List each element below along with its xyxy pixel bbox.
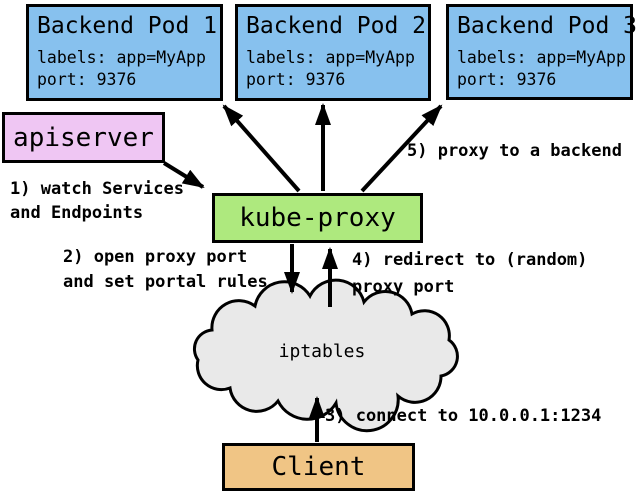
pod-3-title: Backend Pod 3 [457,13,638,39]
arrow-proxy-to-pod1 [222,104,301,193]
annotation-step2-line2: and set portal rules [63,272,268,292]
annotation-step2: 2) open proxy port and set portal rules [63,245,268,295]
iptables-label: iptables [279,341,366,362]
kube-proxy-label: kube-proxy [239,203,396,233]
annotation-step1: 1) watch Services and Endpoints [10,177,184,225]
pod-2-port: port: 9376 [246,69,346,89]
client-label: Client [271,452,366,482]
pod-1-title: Backend Pod 1 [37,13,218,39]
annotation-step5: 5) proxy to a backend [407,141,622,161]
client-node: Client [222,443,415,491]
pod-2-title: Backend Pod 2 [246,13,427,39]
annotation-step4-line2: proxy port [352,277,455,297]
pod-3-labels: labels: app=MyApp [457,48,626,67]
annotation-step3: 3) connect to 10.0.0.1:1234 [325,406,602,426]
kube-proxy-node: kube-proxy [212,193,423,243]
annotation-step2-line1: 2) open proxy port [63,247,248,267]
apiserver-node: apiserver [2,112,165,163]
pod-1-port: port: 9376 [37,69,137,89]
backend-pod-3: Backend Pod 3 labels: app=MyApp port: 93… [446,4,638,100]
annotation-step4-line1: 4) redirect to (random) [352,250,588,270]
annotation-step1-line2: and Endpoints [10,203,144,223]
apiserver-label: apiserver [13,122,154,153]
annotation-step4: 4) redirect to (random) proxy port [352,247,587,301]
backend-pod-2: Backend Pod 2 labels: app=MyApp port: 93… [235,4,431,101]
pod-3-port: port: 9376 [457,69,557,89]
pod-1-labels: labels: app=MyApp [37,48,206,67]
pod-2-labels: labels: app=MyApp [246,48,415,67]
annotation-step1-line1: 1) watch Services [10,179,184,199]
backend-pod-1: Backend Pod 1 labels: app=MyApp port: 93… [26,4,223,101]
